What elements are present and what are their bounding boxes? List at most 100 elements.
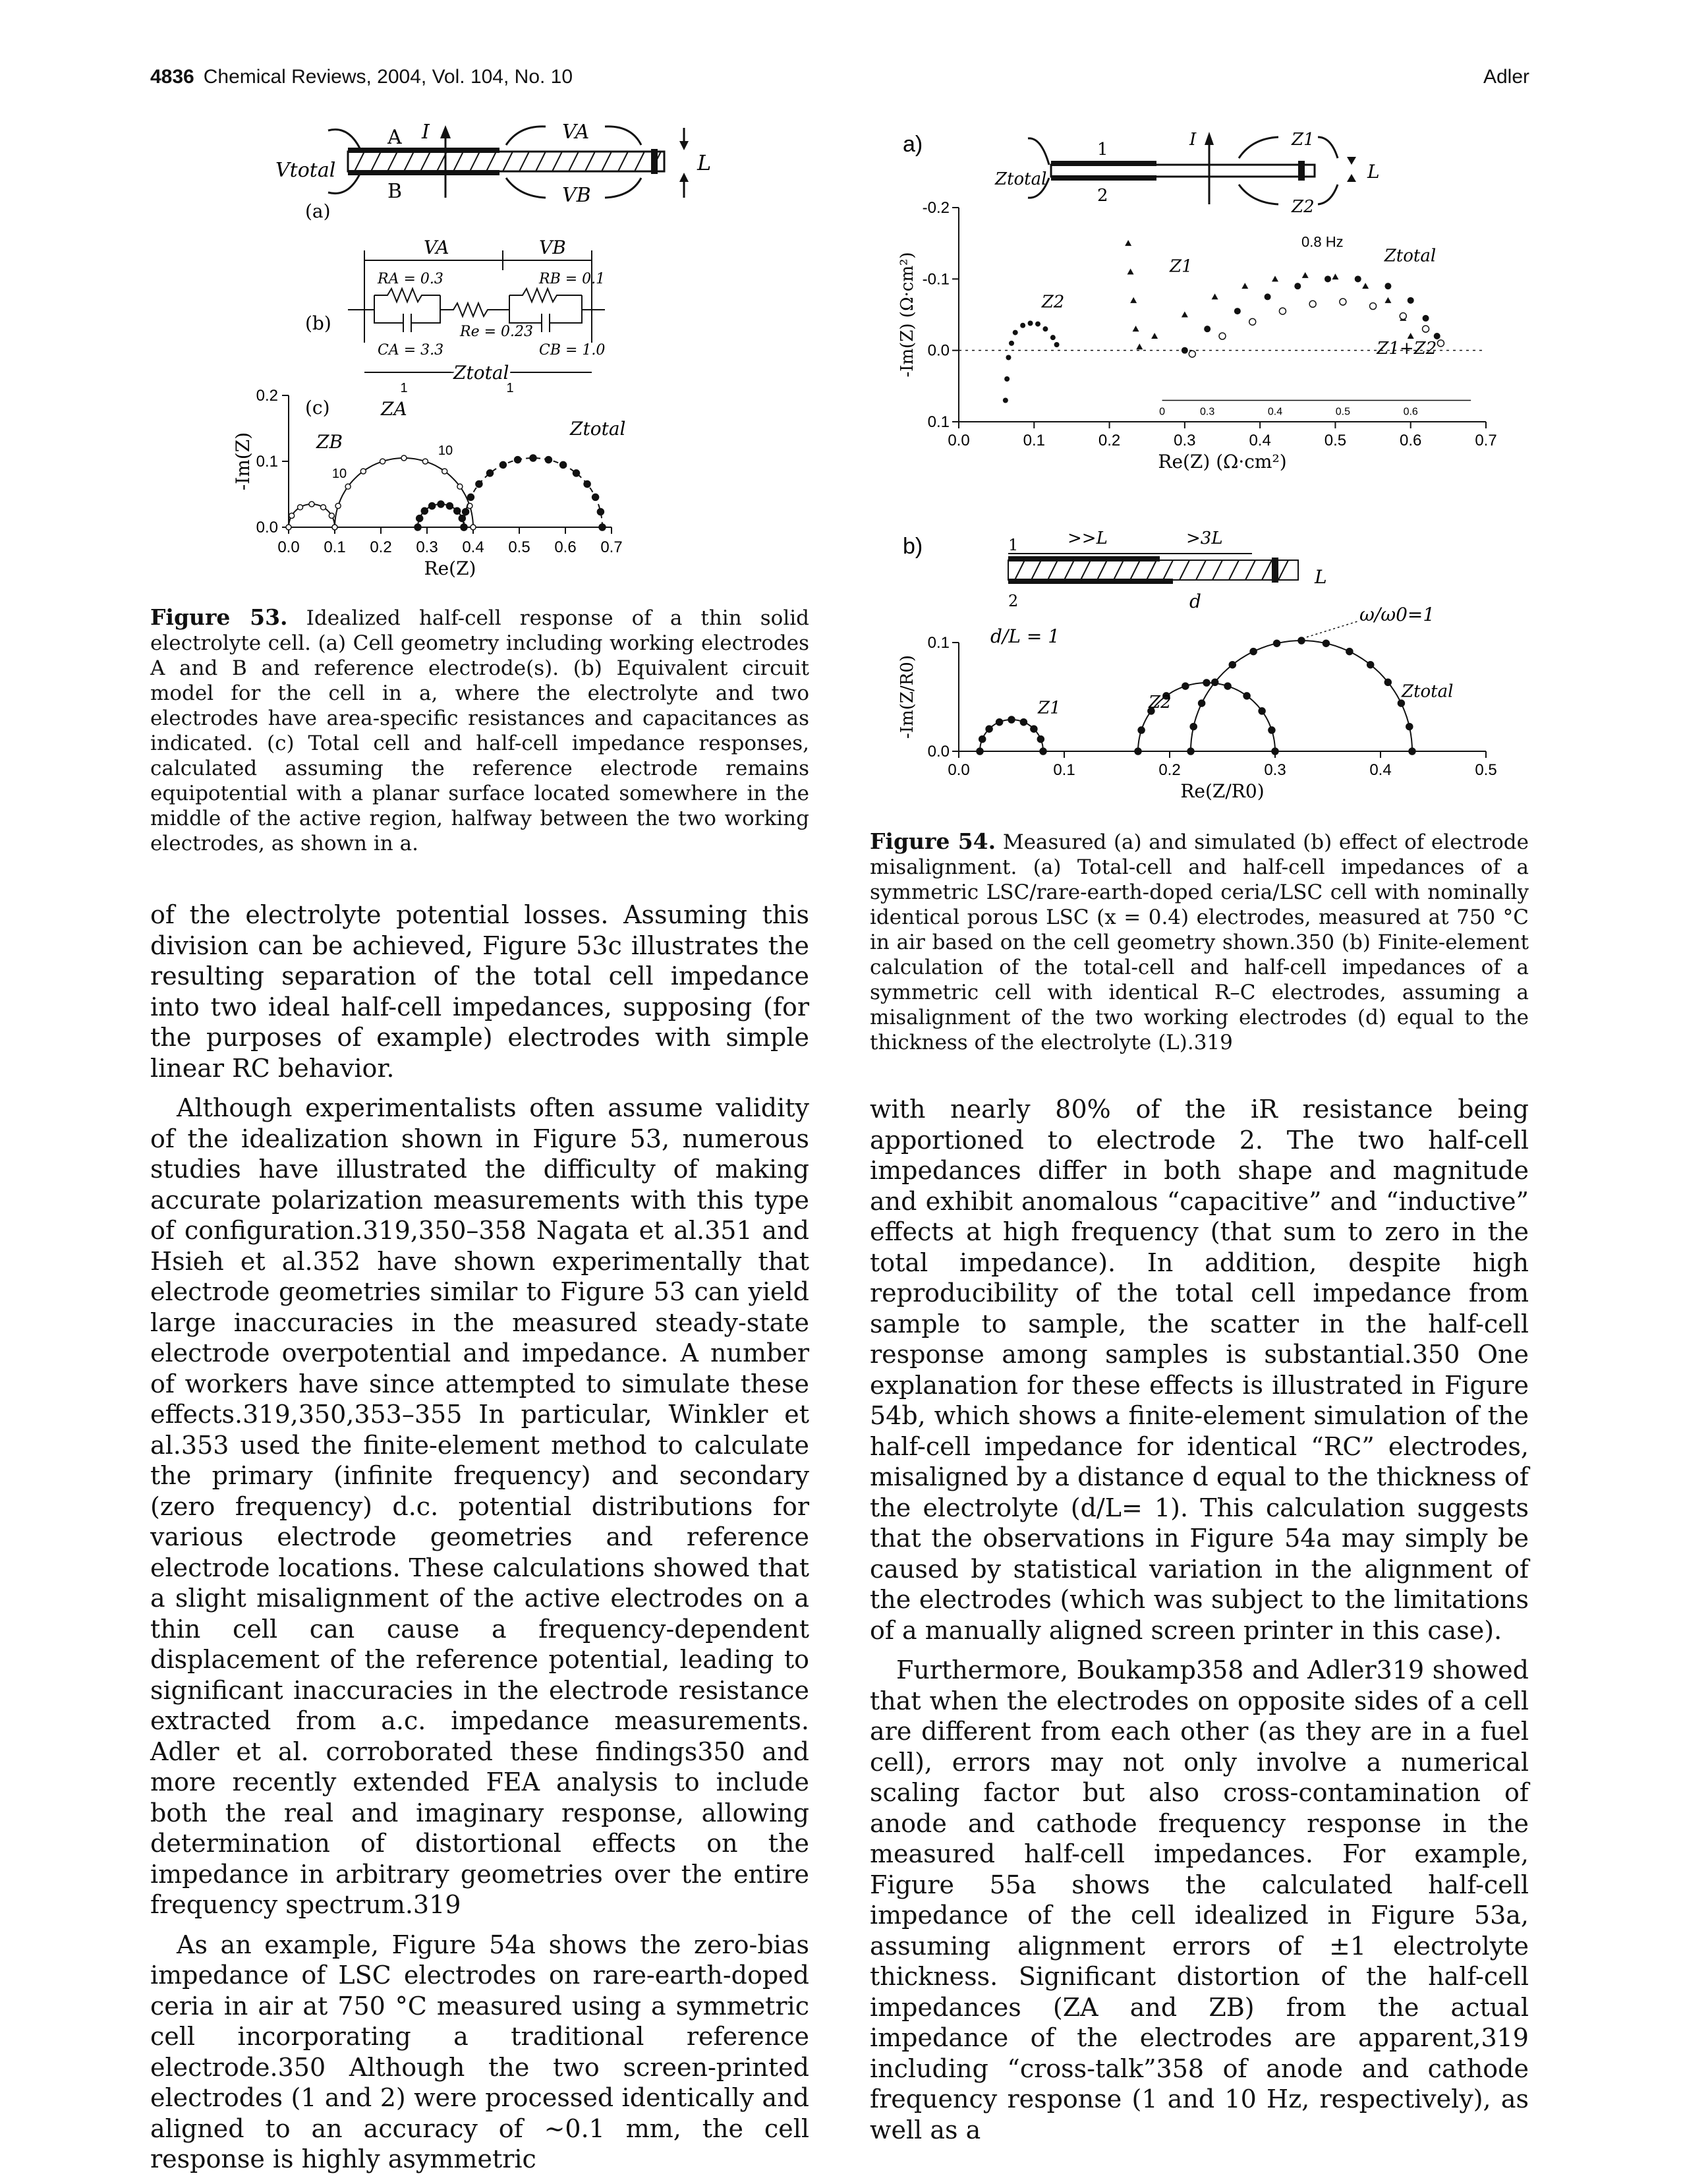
fig53-total-lf-point — [460, 523, 468, 531]
fig53-x-tick-label: 0.0 — [277, 538, 299, 556]
fig54a-z1-point — [1211, 293, 1218, 300]
fig54a-z1-point — [1301, 272, 1309, 278]
fig53-capacitor-a — [374, 295, 441, 332]
fig54a-x-tick-label: 0.0 — [948, 432, 969, 449]
fig54b-z2-point — [1203, 679, 1211, 687]
fig54a-x-tick-label: 0.6 — [1400, 432, 1421, 449]
fig54b-y-tick-label: 0.1 — [928, 634, 950, 652]
fig54-caption: Figure 54. Measured (a) and simulated (b… — [870, 829, 1529, 1055]
fig54b-electrode-2 — [1008, 579, 1173, 584]
fig54b-z1-point — [1039, 747, 1047, 755]
fig54a-y-tick-label: -0.1 — [923, 270, 950, 288]
fig54b-z2-point — [1258, 707, 1266, 715]
fig53-zb-point — [320, 503, 327, 511]
fig53-za-point — [360, 468, 367, 474]
fig54b-z1-curve — [979, 718, 1044, 752]
fig54a-z2-point — [1006, 355, 1011, 360]
fig53-zb-point — [288, 512, 295, 519]
fig53-thickness-arrowhead-bottom — [679, 173, 689, 182]
fig54b-z1-point — [978, 735, 986, 743]
fig54a-x-tick-label: 0.3 — [1174, 432, 1195, 449]
fig54b-x-tick-label: 0.3 — [1264, 761, 1286, 779]
fig54a-z1-point — [1125, 240, 1132, 246]
fig54a-z1-point — [1272, 275, 1278, 282]
left-column-text: of the electrolyte potential losses. Ass… — [150, 900, 809, 2184]
fig54a-z2-point — [1020, 322, 1026, 328]
fig53-electrode-a-label: A — [387, 126, 402, 149]
fig53-current-arrowhead — [440, 125, 451, 138]
fig54b-ztotal-point — [1384, 678, 1392, 687]
fig53-total-hf-point — [445, 502, 454, 510]
fig53-za-label: ZA — [380, 398, 407, 420]
fig54a-z2-point — [1035, 321, 1040, 327]
fig53-electrode-b-label: B — [387, 180, 402, 203]
fig54-cell-reference — [1298, 161, 1305, 181]
fig54-cell-electrolyte — [1050, 163, 1316, 178]
fig53-total-lf-point — [591, 493, 600, 502]
fig54a-z2-point — [1050, 335, 1056, 341]
fig53-freq-1a: 1 — [400, 381, 407, 395]
fig54-caption-text: Measured (a) and simulated (b) effect of… — [870, 830, 1529, 1054]
fig53-caption: Figure 53. Idealized half-cell response … — [150, 605, 809, 856]
fig54b-x-axis-label: Re(Z/R0) — [1180, 780, 1264, 802]
fig53-panel-c-label: (c) — [305, 397, 330, 418]
fig53-x-tick-label: 0.3 — [416, 538, 438, 556]
fig53-total-lf-point — [544, 455, 553, 464]
fig54b-z2-point — [1147, 707, 1155, 715]
fig54b-z2-point — [1134, 747, 1142, 755]
fig54-cell-z2-label: Z2 — [1291, 197, 1315, 217]
fig54a-z2-point — [1004, 376, 1010, 382]
right-paragraph-1: with nearly 80% of the iR resistance bei… — [870, 1095, 1529, 1645]
fig53-ca-label: CA = 3.3 — [378, 342, 443, 359]
fig53-zb-point — [297, 503, 304, 511]
fig54-cell-ztotal-label: Ztotal — [994, 169, 1046, 189]
fig53-x-tick-label: 0.1 — [324, 538, 345, 556]
left-paragraph-1: of the electrolyte potential losses. Ass… — [150, 900, 809, 1083]
fig54a-y-tick-label: 0.0 — [928, 342, 950, 360]
fig54a-ztotal-point — [1384, 283, 1392, 290]
fig54-cell-ztotal-bracket — [1027, 137, 1050, 199]
fig54a-inset-tick-label: 0.5 — [1336, 407, 1350, 418]
fig54a-z2-point — [1042, 326, 1048, 332]
fig54b-ztotal-point — [1397, 699, 1406, 707]
fig54b-z1-point — [1037, 735, 1045, 743]
fig54a-freq-label: 0.8 Hz — [1301, 234, 1344, 250]
fig53-re-label: Re = 0.23 — [459, 324, 533, 340]
fig54b-z1-point — [1030, 725, 1038, 733]
fig53-x-axis-label: Re(Z) — [424, 558, 476, 579]
fig54b-z1-point — [1019, 718, 1028, 726]
fig54b-electrode-2-label: 2 — [1008, 592, 1018, 610]
fig53-caption-text: Idealized half-cell response of a thin s… — [150, 606, 809, 855]
fig54a-z2-point — [1054, 342, 1060, 347]
fig54-caption-label: Figure 54. — [870, 828, 996, 854]
fig54a-inset-tick-label: 0.6 — [1404, 407, 1418, 418]
fig53-total-lf-curve — [463, 457, 603, 528]
fig54b-electrolyte-hatching — [1014, 560, 1289, 581]
fig54-panel-a-label: a) — [903, 132, 923, 157]
journal-citation: Chemical Reviews, 2004, Vol. 104, No. 10 — [203, 66, 573, 88]
fig53-freq-1b: 1 — [506, 381, 513, 395]
fig54a-z1-point — [1130, 297, 1137, 303]
fig54b-z2-point — [1243, 692, 1251, 700]
fig54a-ztotal-point — [1234, 308, 1241, 315]
fig53-va-bracket — [505, 125, 642, 146]
fig53-za-point — [457, 483, 463, 490]
fig53-total-lf-point — [467, 493, 475, 502]
fig54a-z1-point — [1181, 311, 1188, 318]
fig53-total-lf-point — [513, 455, 522, 464]
fig53-zb-point — [308, 501, 315, 507]
fig54b-omega-leader — [1306, 620, 1360, 638]
fig54a-z1-point — [1151, 333, 1158, 339]
fig54b-z2-point — [1162, 692, 1170, 700]
fig54a-inset-tick-label: 0 — [1159, 407, 1165, 418]
fig54b-x-tick-label: 0.4 — [1369, 761, 1391, 779]
fig54b-electrode-1-label: 1 — [1008, 536, 1018, 554]
right-column-text: with nearly 80% of the iR resistance bei… — [870, 1094, 1529, 2154]
fig54b-x-tick-label: 0.1 — [1053, 761, 1075, 779]
fig54a-zsum-point — [1339, 298, 1347, 306]
fig53-va-label: VA — [562, 121, 589, 144]
fig54b-z1-point — [995, 718, 1004, 726]
fig54b-ztotal-point — [1197, 699, 1206, 707]
